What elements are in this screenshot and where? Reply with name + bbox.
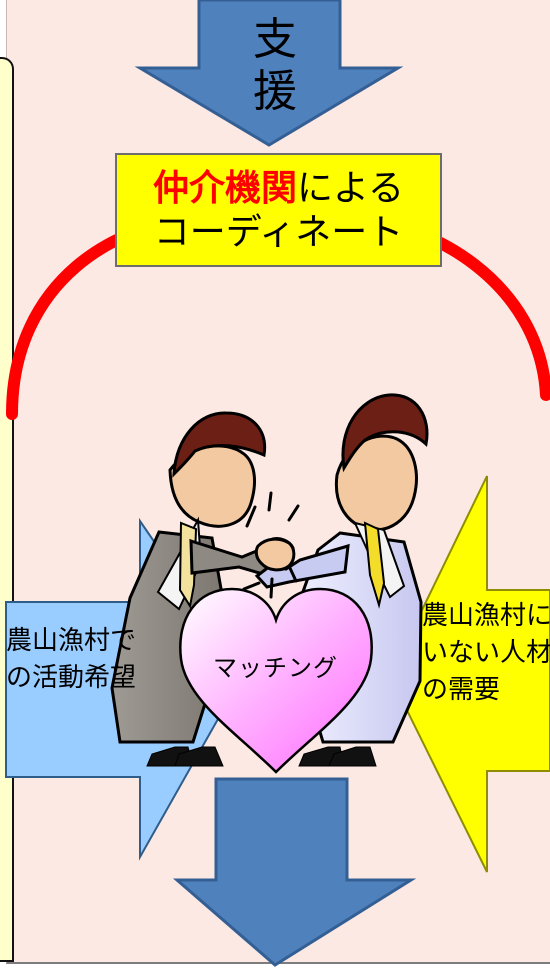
coordinator-line-2: コーディネート [153, 212, 404, 253]
coordinator-line-1: 仲介機関による [117, 167, 440, 211]
right-arrow-icon [388, 475, 550, 873]
heart-icon [179, 587, 373, 774]
matching-label: マッチング [213, 654, 338, 682]
bottom-arrow-icon [172, 777, 417, 967]
coordinator-highlight: 仲介機関 [153, 168, 298, 209]
support-arrow [134, 0, 404, 147]
right-arrow-text: 農山漁村にいない人材の需要 [422, 601, 550, 705]
support-label: 支援 [253, 14, 297, 117]
coordinator-line-1-suffix: による [297, 168, 404, 209]
left-arrow-text: 農山漁村での活動希望 [6, 626, 137, 693]
coordinator-box: 仲介機関による コーディネート [115, 153, 442, 267]
